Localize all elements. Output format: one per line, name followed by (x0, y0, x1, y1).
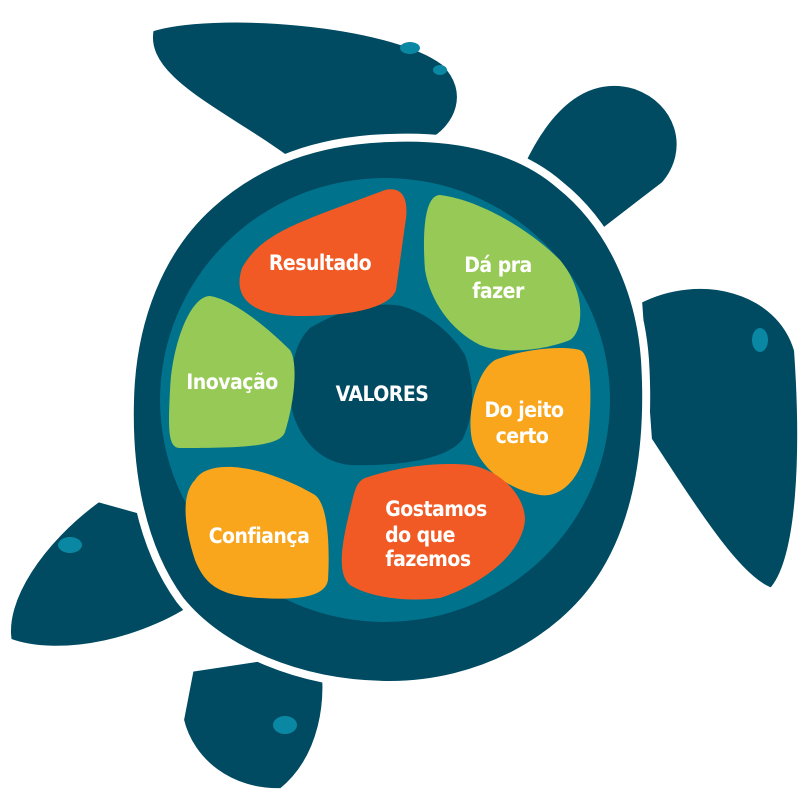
value-label-inovacao: Inovação (186, 370, 278, 394)
spot (58, 537, 82, 553)
plate-da-pra-fazer (423, 195, 581, 351)
plate-inovacao (169, 296, 295, 448)
spot (273, 716, 297, 734)
value-label-confianca: Confiança (209, 524, 310, 548)
front-right-flipper (634, 280, 802, 596)
plate-confianca (185, 466, 329, 599)
front-left-flipper (144, 14, 465, 174)
back-bottom-flipper (176, 644, 331, 797)
plate-resultado (239, 189, 407, 316)
plate-do-jeito-certo (470, 348, 591, 496)
center-label: VALORES (336, 382, 429, 406)
spot (433, 65, 447, 75)
plate-gostamos (341, 464, 525, 600)
spot (400, 42, 420, 54)
spot (752, 328, 768, 352)
center-hexagon (290, 304, 473, 466)
value-label-resultado: Resultado (269, 251, 372, 275)
